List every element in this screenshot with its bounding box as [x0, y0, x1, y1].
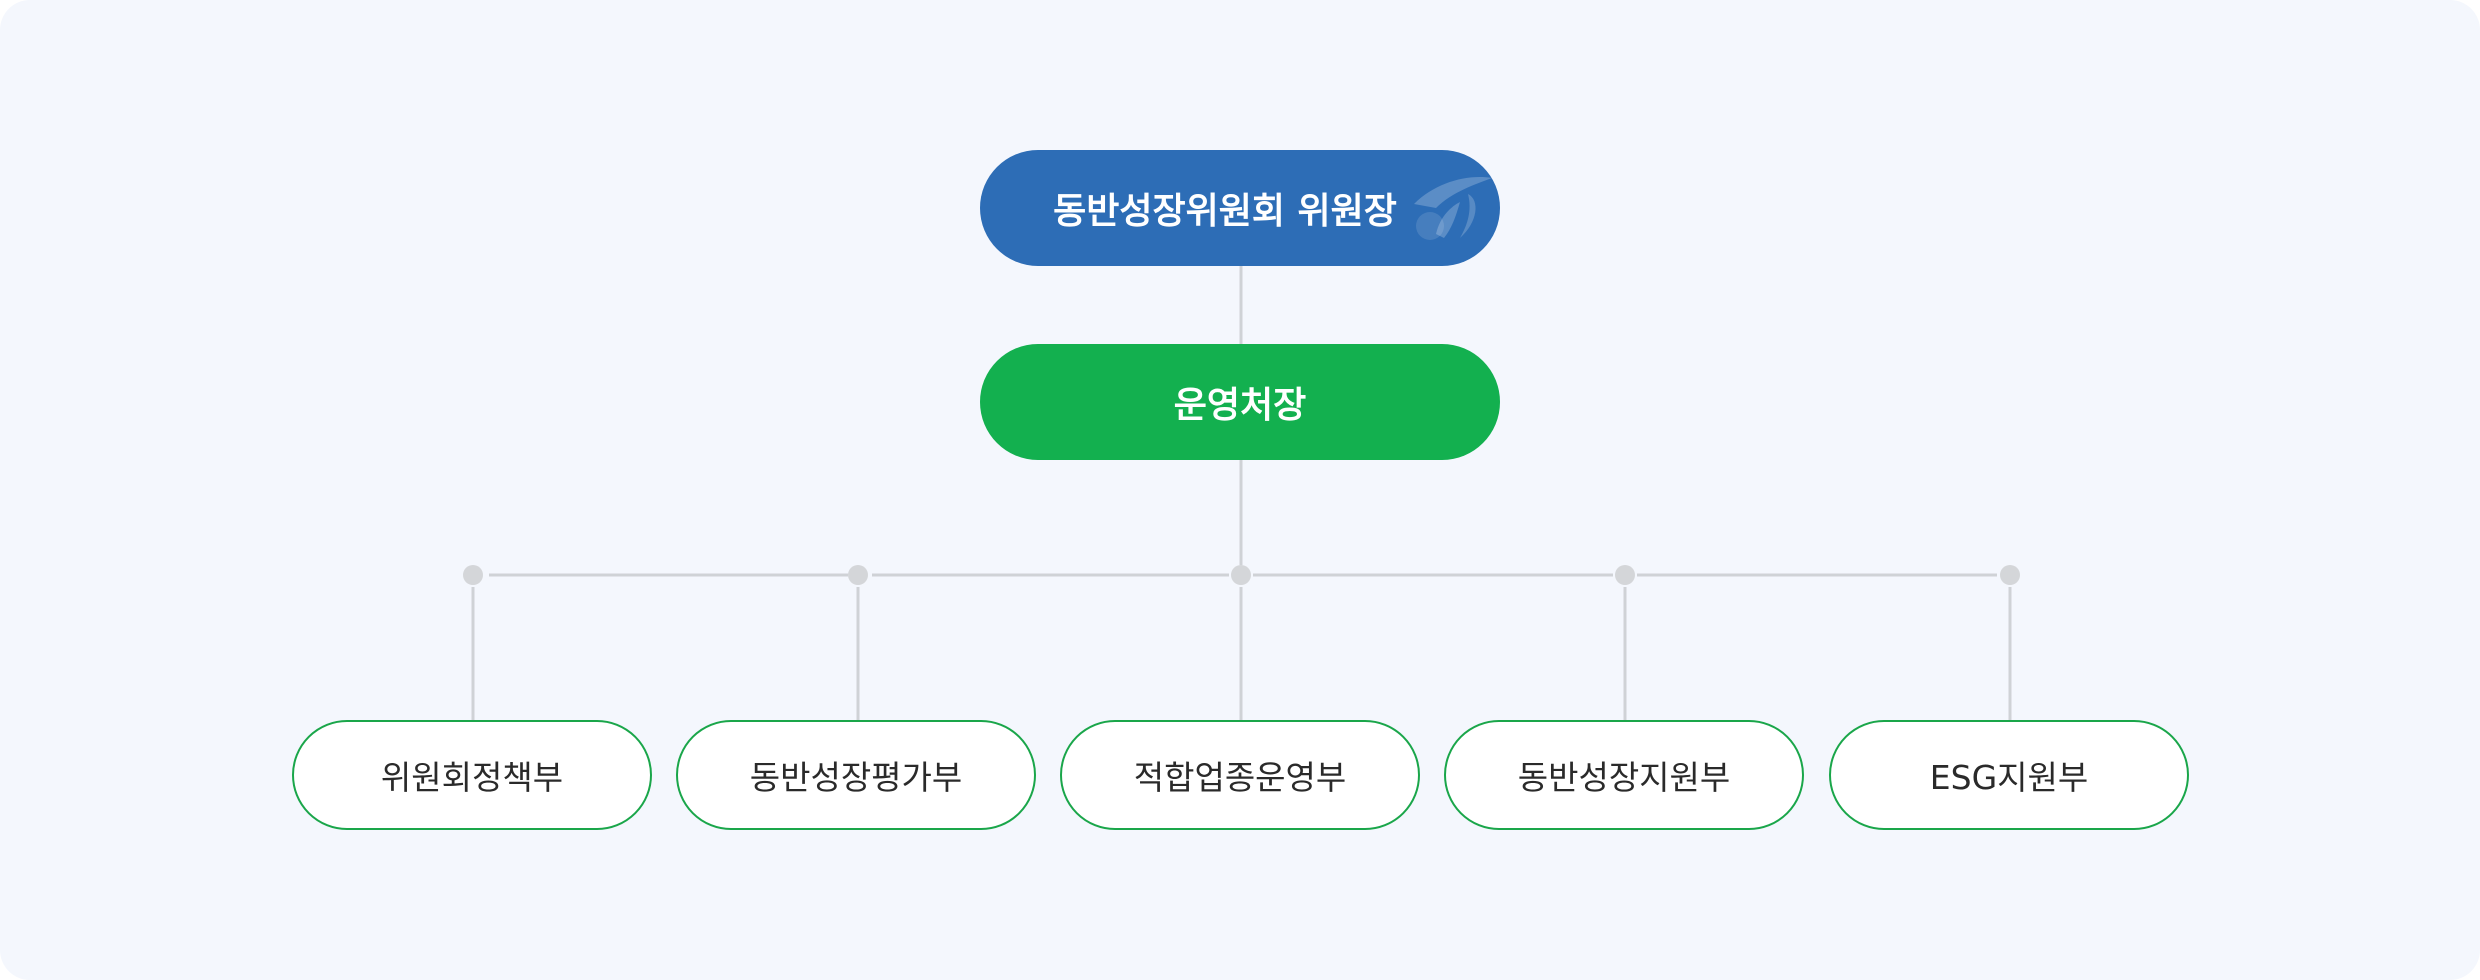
dept-label: ESG지원부: [1929, 758, 2089, 797]
dept-node-esg-support: ESG지원부: [1829, 720, 2189, 830]
operations-director-label: 운영처장: [1173, 385, 1307, 426]
dept-node-shared-growth-support: 동반성장지원부: [1444, 720, 1804, 830]
dept-node-shared-growth-evaluation: 동반성장평가부: [676, 720, 1036, 830]
junction-dot-4: [1615, 565, 1635, 585]
dept-node-committee-policy: 위원회정책부: [292, 720, 652, 830]
dept-label: 위원회정책부: [380, 758, 564, 797]
junction-dot-3: [1231, 565, 1251, 585]
dept-label: 적합업종운영부: [1133, 758, 1347, 797]
committee-emblem-icon: [1414, 177, 1492, 240]
operations-director-node: 운영처장: [980, 344, 1500, 460]
junction-dot-5: [2000, 565, 2020, 585]
dept-node-suitable-industry-operations: 적합업종운영부: [1060, 720, 1420, 830]
chairperson-node: 동반성장위원회 위원장: [980, 150, 1500, 266]
dept-label: 동반성장지원부: [1517, 758, 1731, 797]
chairperson-label: 동반성장위원회 위원장: [1053, 191, 1397, 232]
junction-dot-1: [463, 565, 483, 585]
junction-dot-2: [848, 565, 868, 585]
dept-label: 동반성장평가부: [749, 758, 963, 797]
